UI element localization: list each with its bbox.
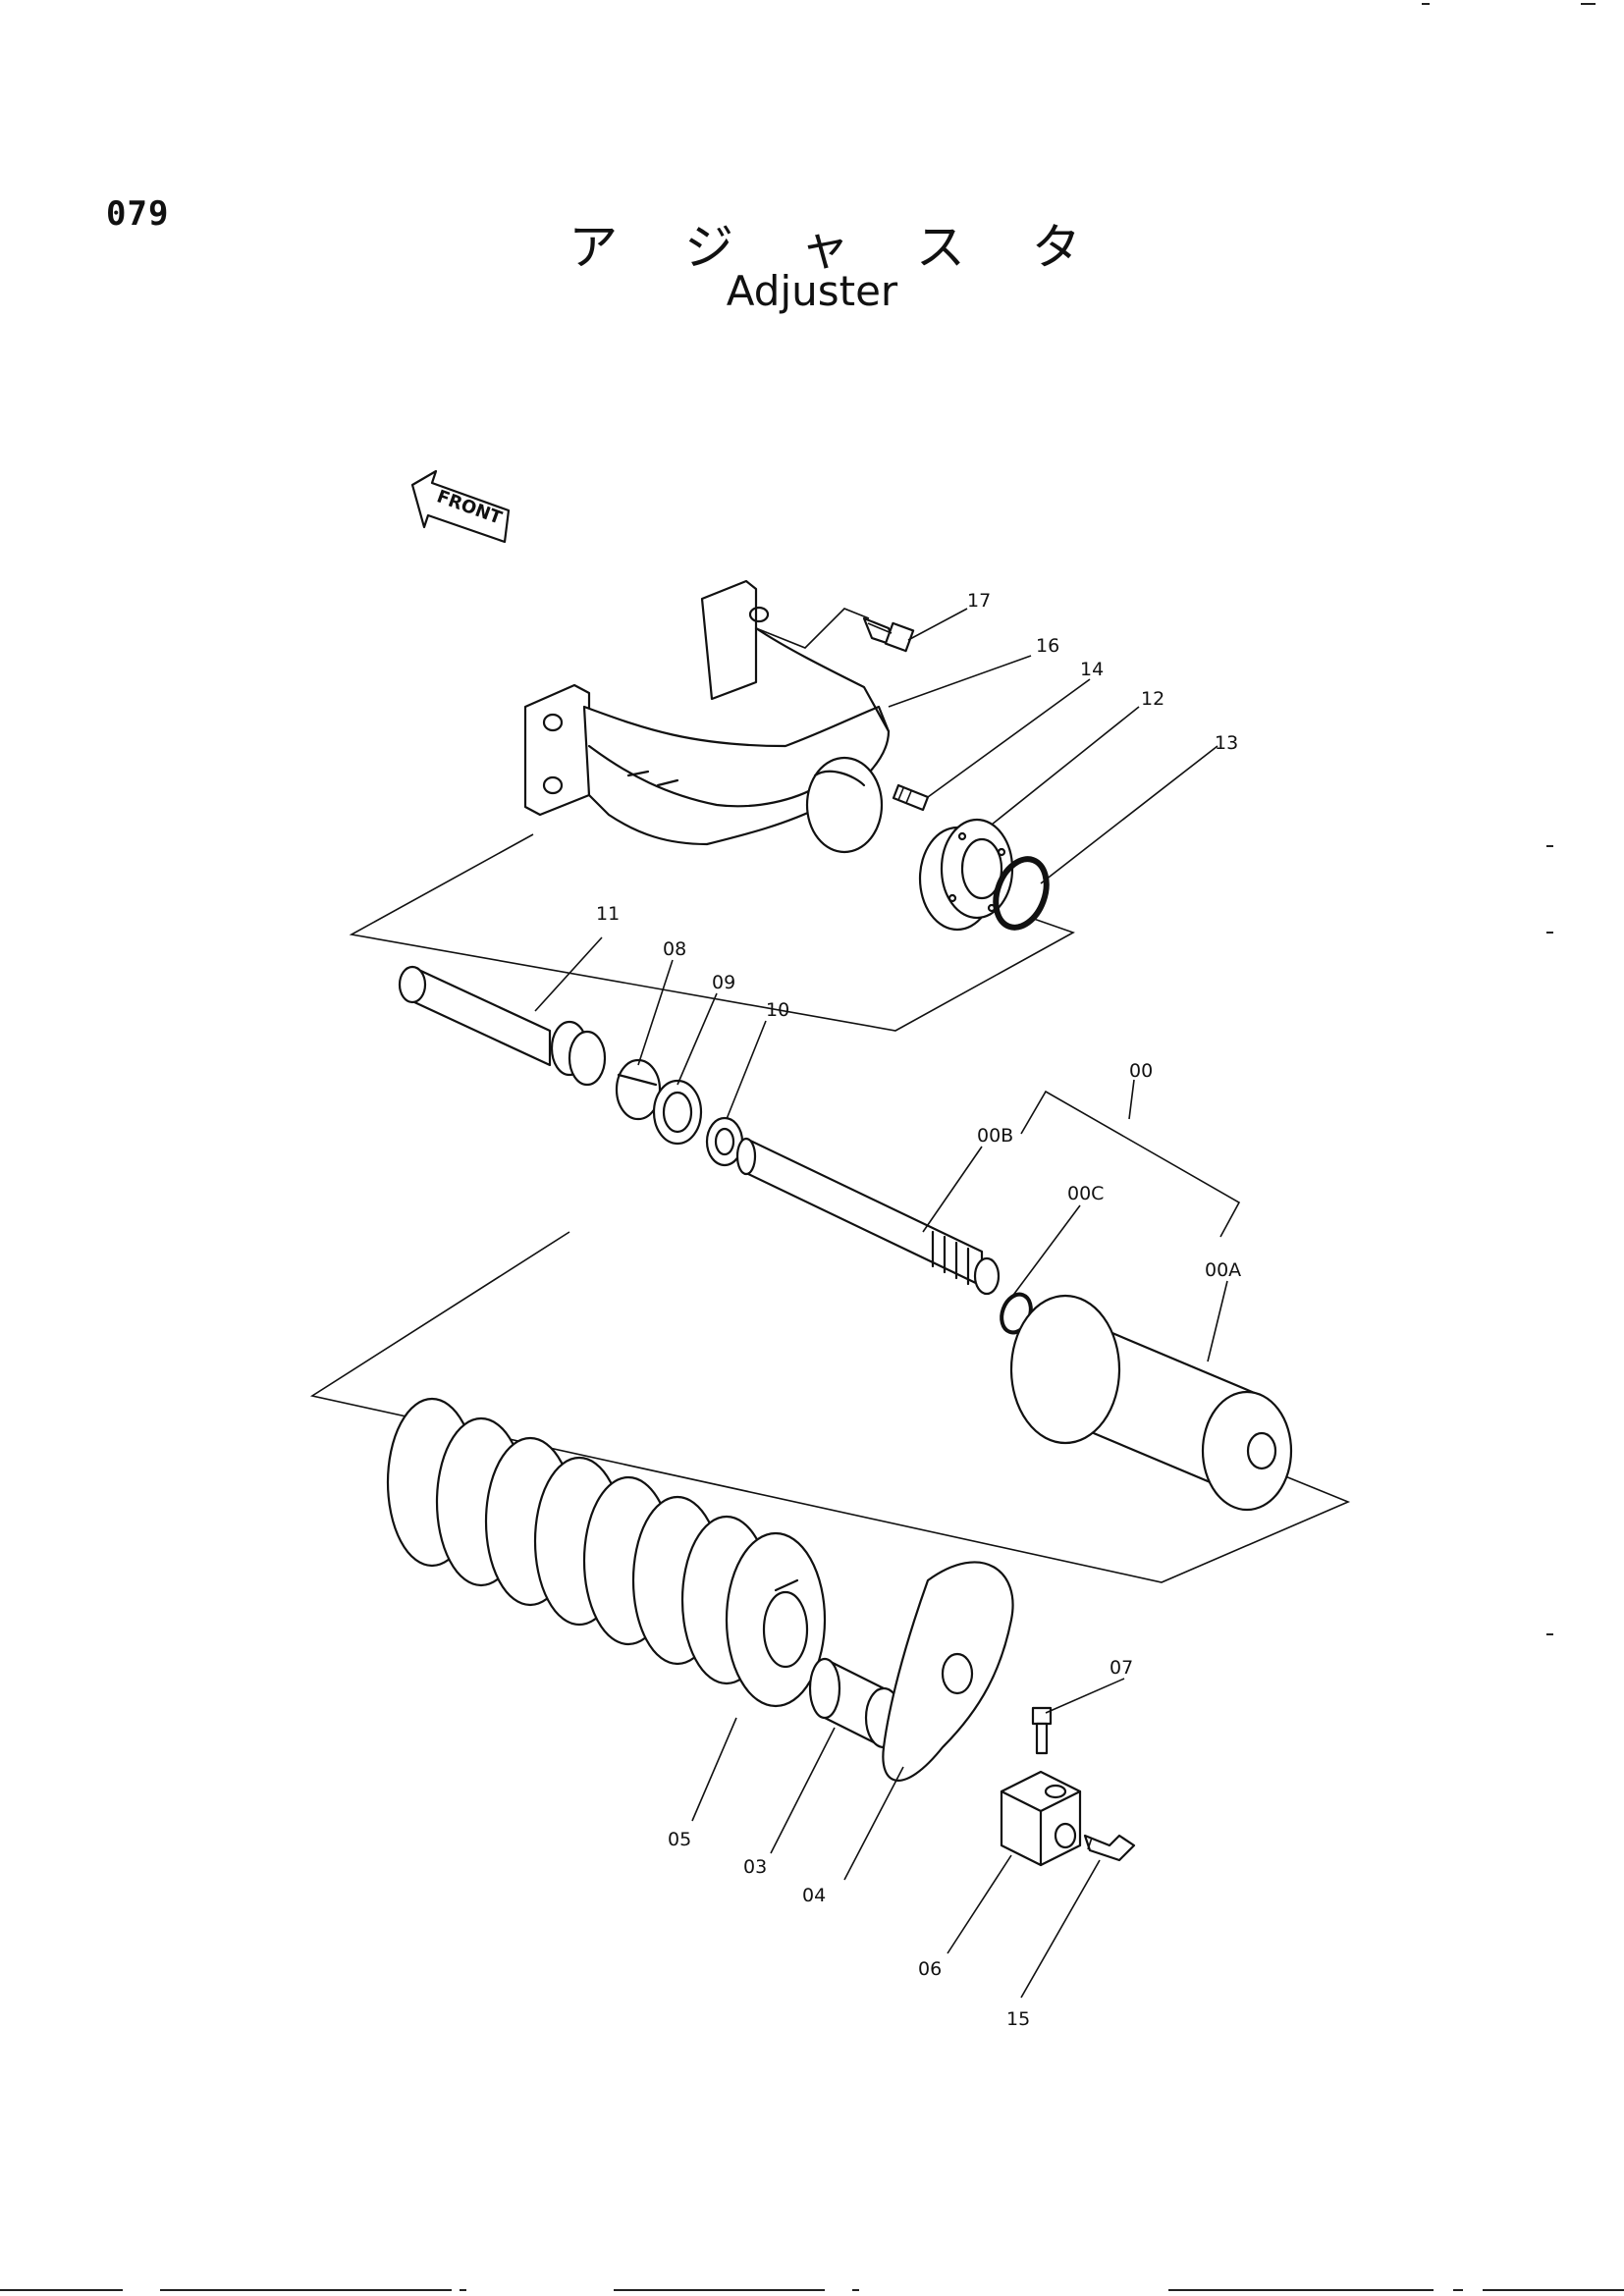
bracket-00: [1020, 1090, 1241, 1238]
bracket-part: [523, 579, 891, 854]
fitting-15: [1083, 1834, 1136, 1862]
piston-rod-00B: [735, 1137, 1001, 1296]
callout-04: 04: [802, 1885, 826, 1906]
callout-12: 12: [1141, 688, 1164, 710]
page-number: 079: [106, 194, 170, 234]
packing-08-09-10: [615, 1058, 744, 1167]
callout-00: 00: [1129, 1060, 1153, 1082]
bolt-07: [1031, 1706, 1053, 1755]
bolt-17: [862, 616, 915, 653]
callout-11: 11: [596, 903, 620, 925]
callout-16: 16: [1036, 635, 1059, 657]
callout-14: 14: [1080, 659, 1104, 680]
spring-05: [386, 1397, 827, 1708]
callout-13: 13: [1215, 732, 1238, 754]
edge-marks: [1422, 3, 1596, 1635]
o-ring-13: [993, 856, 1050, 931]
title-english: Adjuster: [726, 267, 898, 315]
frame-upper: [349, 833, 1075, 1032]
callout-00B: 00B: [977, 1125, 1013, 1147]
frame-lower: [309, 1231, 1351, 1583]
callout-09: 09: [712, 972, 735, 993]
front-arrow-icon: FRONT: [410, 469, 511, 544]
bolt-14: [892, 783, 930, 812]
plate-04: [882, 1561, 1014, 1782]
rod-11: [398, 965, 607, 1087]
callout-00C: 00C: [1067, 1183, 1104, 1204]
callout-06: 06: [918, 1958, 942, 1980]
callout-07: 07: [1110, 1657, 1133, 1679]
callout-10: 10: [766, 999, 789, 1021]
cylinder-00A: [1009, 1294, 1293, 1512]
callout-08: 08: [663, 938, 686, 960]
callout-05: 05: [668, 1829, 691, 1850]
title-japanese: ア ジ ャ ス タ: [568, 219, 1107, 276]
callout-15: 15: [1006, 2008, 1030, 2030]
callout-03: 03: [743, 1856, 767, 1878]
callout-17: 17: [967, 590, 991, 612]
leader-lines: [534, 608, 1228, 1999]
tube-03: [808, 1657, 903, 1749]
block-06: [1000, 1770, 1082, 1867]
callout-00A: 00A: [1205, 1259, 1241, 1281]
